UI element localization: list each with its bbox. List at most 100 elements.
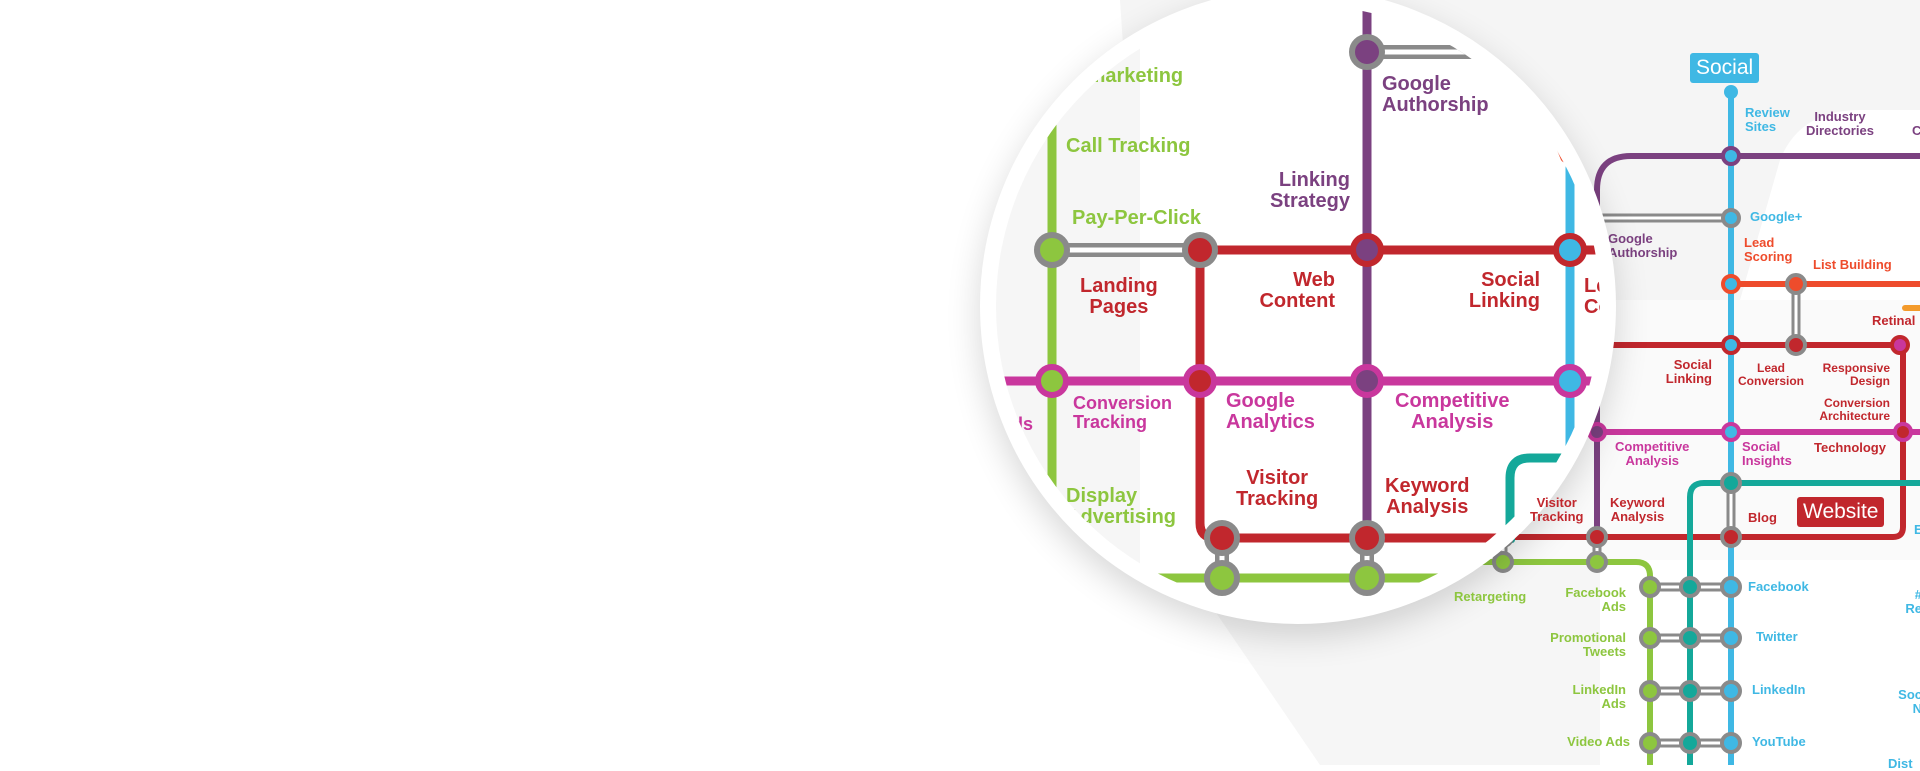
station-social[interactable] (1553, 364, 1587, 398)
label-partial: E (1914, 522, 1920, 537)
label-facebook-ads: Facebook Ads (1565, 585, 1626, 615)
station-lead-conversion[interactable] (1785, 334, 1807, 356)
website-line-badge[interactable]: Website (1797, 497, 1885, 527)
station[interactable] (1679, 576, 1701, 598)
label-visitor-tracking-outer: Visitor Tracking (1530, 495, 1584, 525)
station[interactable] (1720, 680, 1742, 702)
label-technology: Technology (1814, 440, 1886, 455)
station-social-linking[interactable] (1553, 233, 1587, 267)
label-conversion-architecture: Conversion Architecture (1819, 396, 1890, 424)
station[interactable] (1679, 627, 1701, 649)
label-partial: # Re (1905, 587, 1920, 617)
label-linkedin-ads: LinkedIn Ads (1572, 682, 1626, 712)
station-google-authorship[interactable] (1349, 34, 1385, 70)
label-lead-scoring: Lead Scoring (1744, 235, 1793, 265)
label-conversion-tracking: Conversion Tracking (1073, 393, 1173, 432)
label-partial: ds (1012, 414, 1034, 434)
station-competitive-analysis[interactable] (1350, 364, 1384, 398)
label-facebook: Facebook (1748, 579, 1809, 594)
label-partial: Dist (1888, 756, 1913, 771)
label-google-authorship: Google Authorship (1608, 231, 1678, 261)
station-retinal[interactable] (1890, 335, 1910, 355)
station-landing-pages[interactable] (1182, 232, 1218, 268)
label-twitter: Twitter (1756, 629, 1798, 644)
label-promotional-tweets: Promotional Tweets (1550, 630, 1626, 660)
label-landing-pages: Landing Pages (1080, 275, 1158, 318)
station-google-analytics[interactable] (1183, 364, 1217, 398)
label-review-sites: Review Sites (1745, 105, 1790, 135)
lens-shade (996, 8, 1140, 608)
label-linkedin: LinkedIn (1752, 682, 1806, 697)
label-list-building: List Building (1813, 257, 1892, 272)
station-terminus[interactable] (1724, 85, 1738, 99)
label-google-analytics: Google Analytics (1226, 390, 1315, 433)
label-social-insights: Social Insights (1742, 439, 1792, 469)
label-partial: Soc N (1898, 687, 1920, 717)
line-teal (1505, 453, 1600, 608)
station-keyword-analysis-green[interactable] (1349, 560, 1385, 596)
line-green (1047, 103, 1600, 583)
label-partial: C (1912, 123, 1920, 138)
line-orange-stub (1550, 128, 1570, 163)
station-list-building[interactable] (1785, 273, 1807, 295)
label-lead-conversion: Lead Conversion (1738, 361, 1805, 389)
label-partial: Le Co (1584, 275, 1611, 318)
station[interactable] (1679, 680, 1701, 702)
station[interactable] (1720, 627, 1742, 649)
station-web-content[interactable] (1350, 233, 1384, 267)
station-keyword-analysis[interactable] (1349, 520, 1385, 556)
station-visitor-tracking-green[interactable] (1204, 560, 1240, 596)
station-teal-interchange[interactable] (1720, 472, 1742, 494)
station-blog[interactable] (1720, 526, 1742, 548)
magnifier-lens: Remarketing Call Tracking Pay-Per-Click … (980, 0, 1616, 624)
label-social-linking: Social Linking (1468, 269, 1540, 312)
station[interactable] (1720, 732, 1742, 754)
station[interactable] (1639, 627, 1661, 649)
label-remarketing: Remarketing (1062, 65, 1184, 87)
label-responsive-design: Responsive Design (1822, 361, 1890, 389)
station[interactable] (1639, 680, 1661, 702)
label-display-advertising: Display Advertising (1066, 485, 1177, 528)
station-social-insights[interactable] (1721, 422, 1741, 442)
station-google-plus[interactable] (1721, 208, 1741, 228)
station-lead-scoring[interactable] (1721, 274, 1741, 294)
label-retinal: Retinal (1872, 313, 1916, 328)
lens-content: Remarketing Call Tracking Pay-Per-Click … (996, 8, 1611, 608)
social-line-badge[interactable]: Social (1690, 53, 1760, 83)
station-conversion-tracking[interactable] (1035, 364, 1069, 398)
station[interactable] (1639, 576, 1661, 598)
label-competitive-analysis: Competitive Analysis (1615, 439, 1690, 469)
station-review-sites[interactable] (1721, 146, 1741, 166)
station-pay-per-click[interactable] (1034, 232, 1070, 268)
station-facebook-ads[interactable] (1586, 551, 1608, 573)
label-industry-directories: Industry Directories (1806, 109, 1874, 139)
line-green (1447, 559, 1653, 765)
label-google-plus: Google+ (1750, 209, 1803, 224)
station-social-linking[interactable] (1721, 335, 1741, 355)
label-social-linking: Social Linking (1665, 357, 1712, 387)
station-row-youtube[interactable] (1639, 732, 1742, 754)
line-website (1447, 342, 1906, 540)
station-visitor-tracking[interactable] (1204, 520, 1240, 556)
lens-metro-map (996, 8, 1600, 608)
label-youtube: YouTube (1752, 734, 1806, 749)
label-visitor-tracking: Visitor Tracking (1236, 467, 1319, 510)
station[interactable] (1679, 732, 1701, 754)
connector-inner (1063, 49, 1483, 566)
label-pay-per-click: Pay-Per-Click (1072, 207, 1201, 229)
station-row-facebook[interactable] (1639, 576, 1742, 598)
label-blog: Blog (1748, 510, 1777, 525)
station[interactable] (1639, 732, 1661, 754)
line-purple (1594, 153, 1920, 540)
station-row-twitter[interactable] (1639, 627, 1742, 649)
label-competitive-analysis: Competitive Analysis (1395, 390, 1510, 433)
label-linking-strategy: Linking Strategy (1269, 169, 1350, 212)
label-call-tracking: Call Tracking (1066, 135, 1191, 157)
station[interactable] (1720, 576, 1742, 598)
label-retargeting: Retargeting (1454, 589, 1527, 604)
station-technology[interactable] (1893, 422, 1913, 442)
station-row-linkedin[interactable] (1639, 680, 1742, 702)
label-web-content: Web Content (1259, 269, 1335, 312)
label-keyword-analysis: Keyword Analysis (1385, 475, 1470, 518)
